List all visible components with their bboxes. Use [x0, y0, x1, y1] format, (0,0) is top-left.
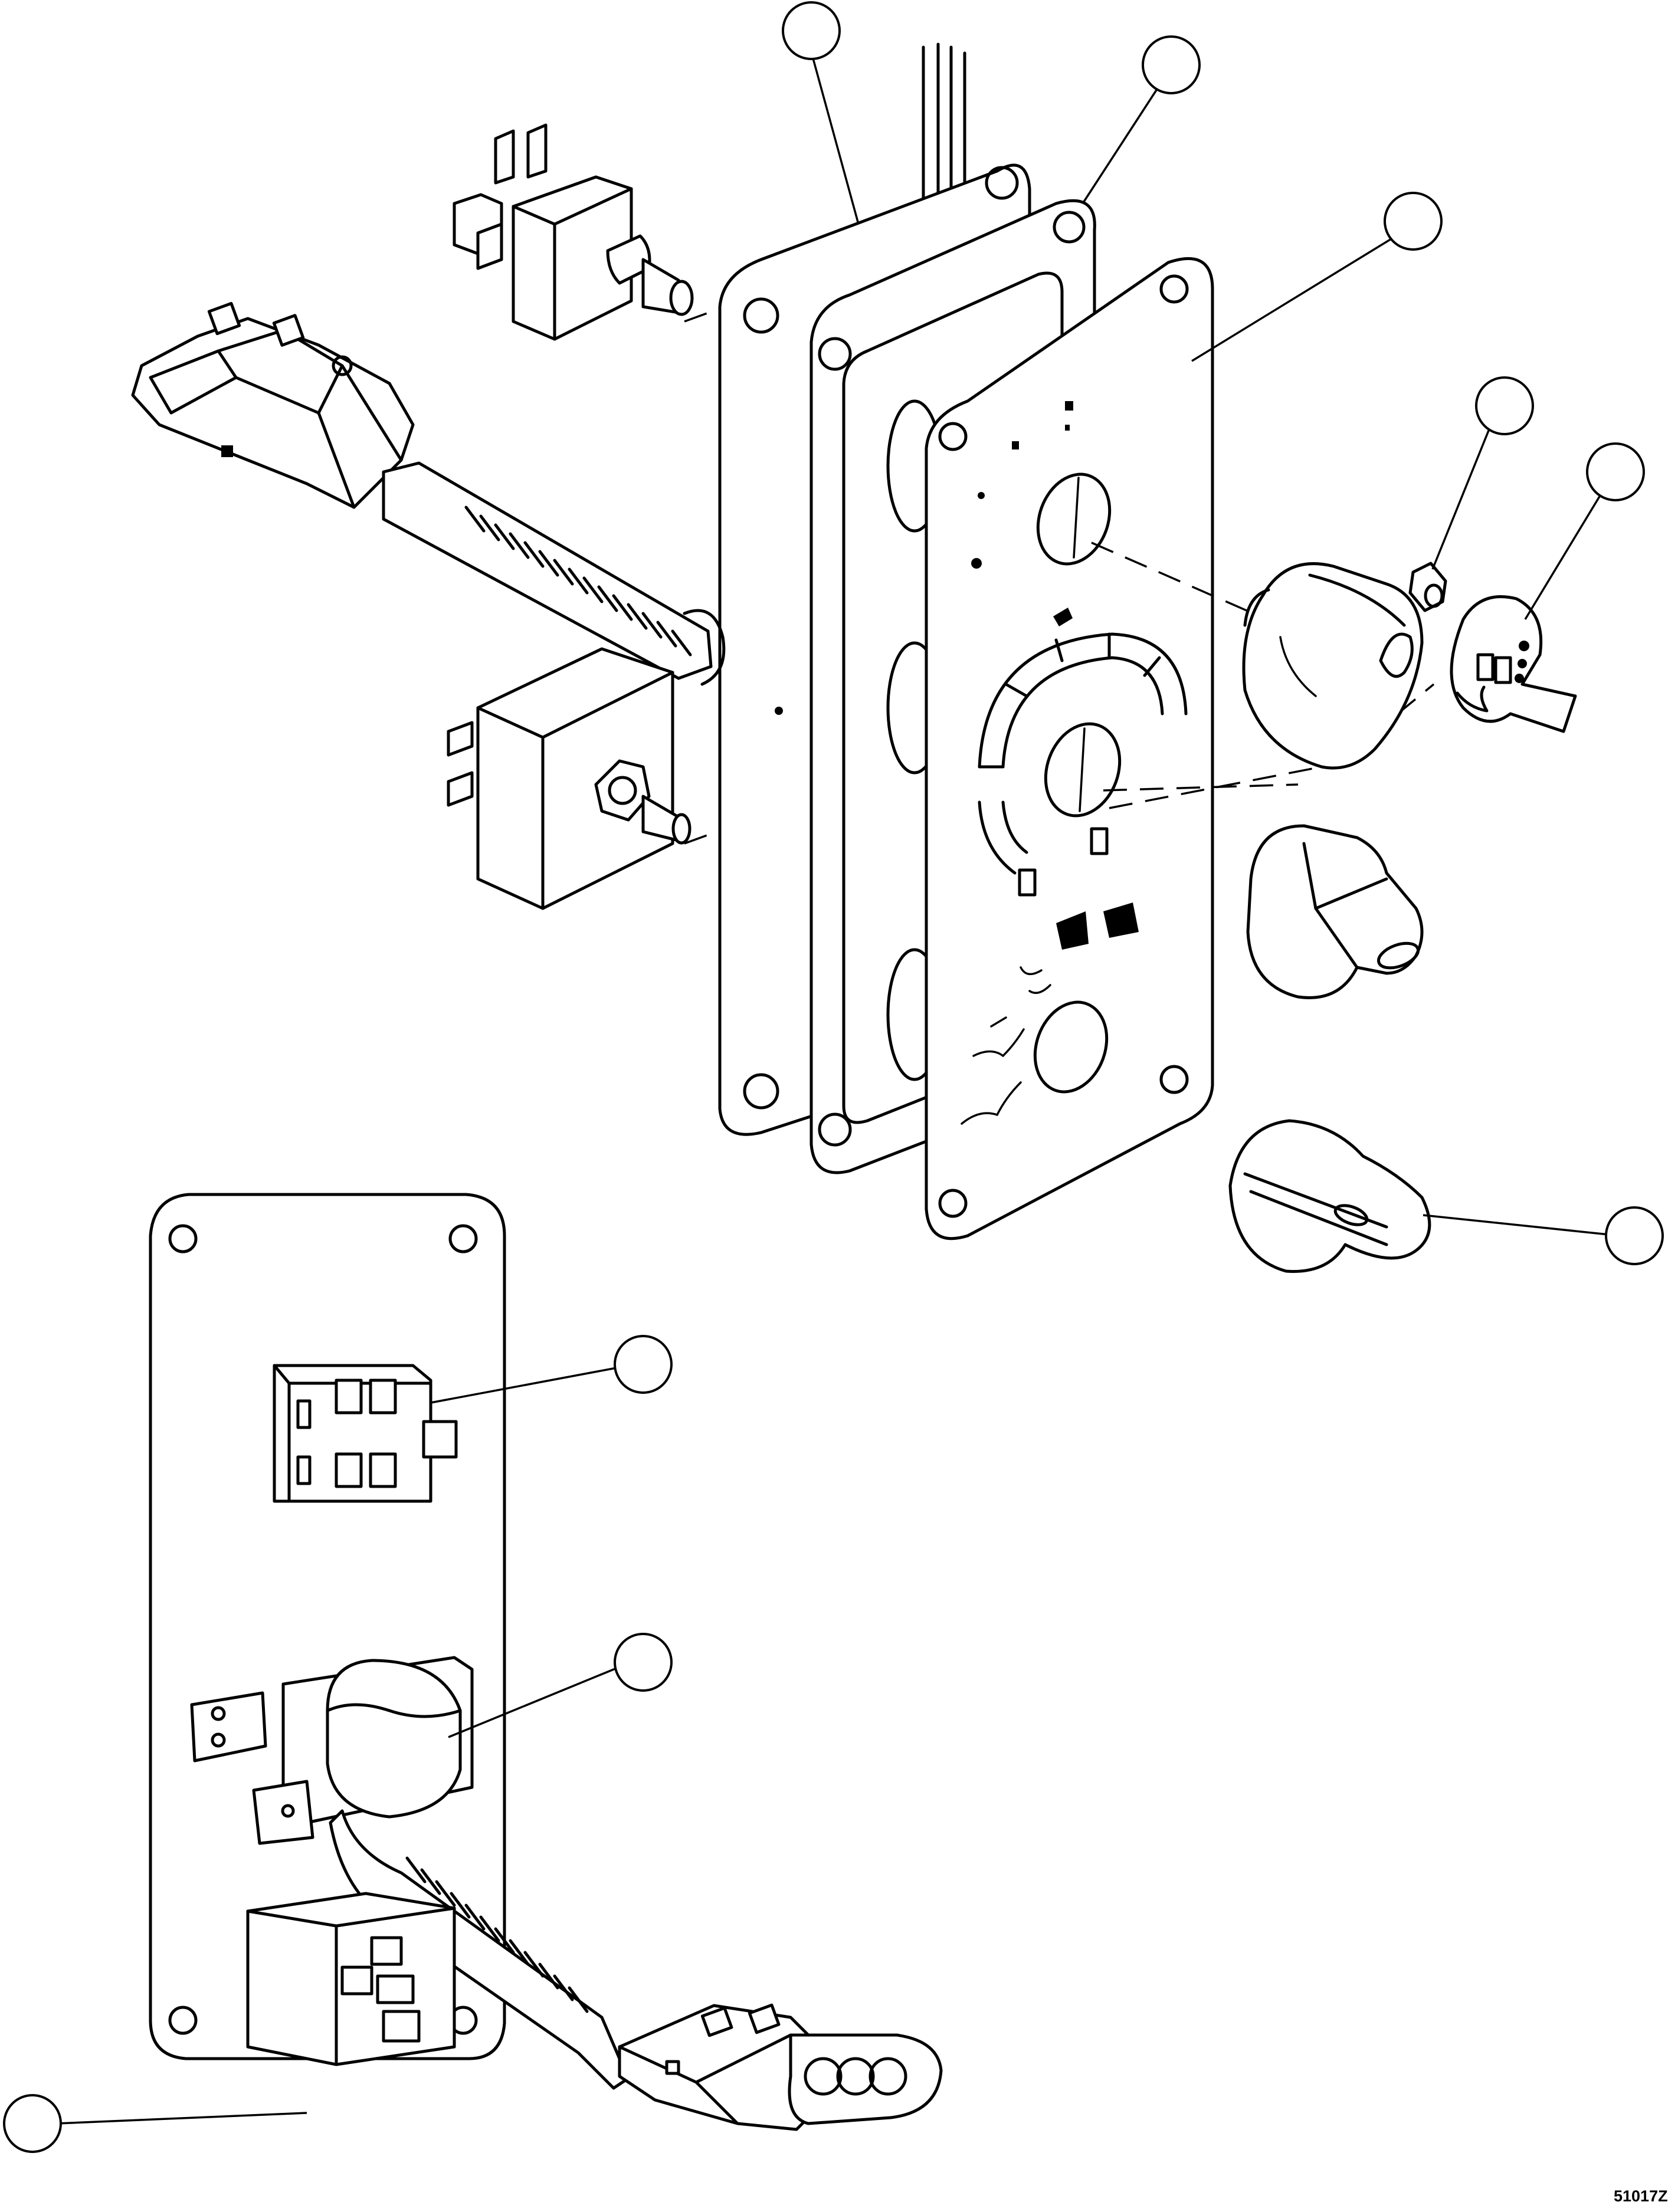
callout-circle [1586, 442, 1645, 501]
leader-lines [55, 51, 1610, 2125]
figure-id-label: 51017Z [1614, 2187, 1668, 2205]
lower-knob [1228, 1119, 1431, 1273]
panel-rotary-switch [190, 1656, 474, 1845]
callout-circle [1475, 376, 1534, 435]
callout-circle [1142, 35, 1201, 94]
upper-connector-harness [131, 301, 726, 686]
callout-circle [614, 1335, 673, 1394]
detent-plate [1450, 595, 1577, 733]
face-plate [925, 257, 1214, 1240]
lower-rotary-switch [447, 647, 691, 910]
callout-circle [1605, 1206, 1664, 1265]
upper-knob [1242, 562, 1424, 770]
callouts [3, 1, 1664, 2153]
callout-circle [614, 1633, 673, 1692]
middle-knob [1246, 824, 1424, 999]
detent-pin [1408, 562, 1447, 612]
wire-bundle-top [922, 42, 966, 311]
callout-circle [782, 1, 841, 60]
callout-circle [3, 2094, 62, 2153]
panel-rocker-switch [273, 1364, 458, 1503]
panel-harness [329, 1809, 943, 2131]
panel-relay [246, 1892, 456, 2066]
upper-rocker-switch [453, 123, 694, 341]
callout-circle [1384, 192, 1443, 251]
